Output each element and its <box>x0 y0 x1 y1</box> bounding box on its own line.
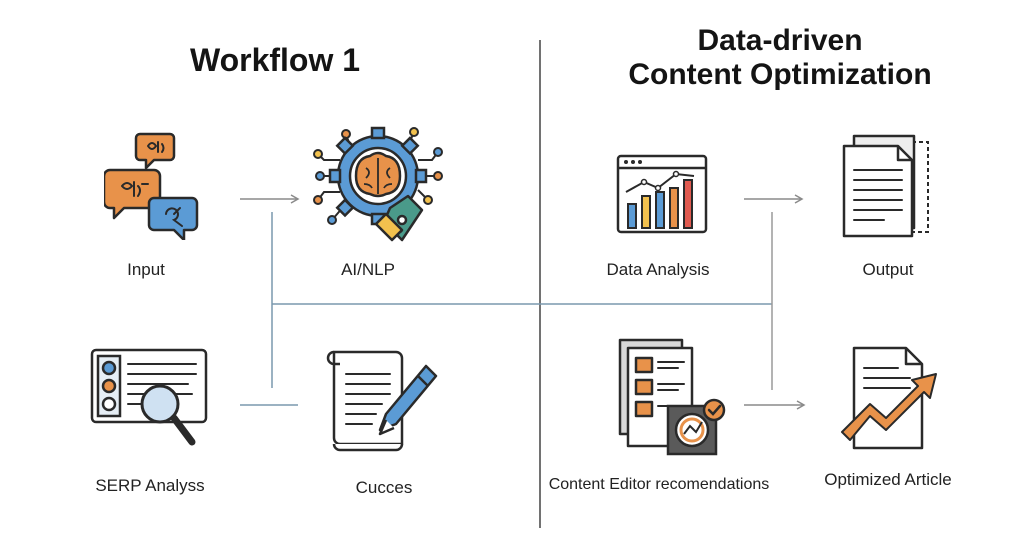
cucces-label: Cucces <box>355 478 413 497</box>
document-stack-icon <box>842 134 929 238</box>
content-editor-label: Content Editor recomendations <box>548 476 770 493</box>
content-optimization-title: Data-driven Content Optimization <box>590 24 970 92</box>
title-line-1: Data-driven <box>697 24 863 57</box>
ai-nlp-label: AI/NLP <box>341 260 395 279</box>
output-label: Output <box>862 260 914 279</box>
bar-chart-window-icon <box>616 154 708 234</box>
search-results-icon <box>90 348 208 446</box>
chat-bubbles-icon <box>104 132 199 240</box>
document-pen-icon <box>326 350 438 452</box>
editor-document-icon <box>618 338 726 456</box>
input-label: Input <box>127 260 165 279</box>
title-line-2: Content Optimization <box>628 58 932 91</box>
optimized-article-label: Optimized Article <box>824 470 952 489</box>
data-analysis-label: Data Analysis <box>606 260 710 279</box>
serp-analysis-label: SERP Analyss <box>95 476 205 495</box>
growth-article-icon <box>841 346 937 450</box>
brain-gear-pen-icon <box>313 126 443 242</box>
workflow-title: Workflow 1 <box>189 42 361 78</box>
